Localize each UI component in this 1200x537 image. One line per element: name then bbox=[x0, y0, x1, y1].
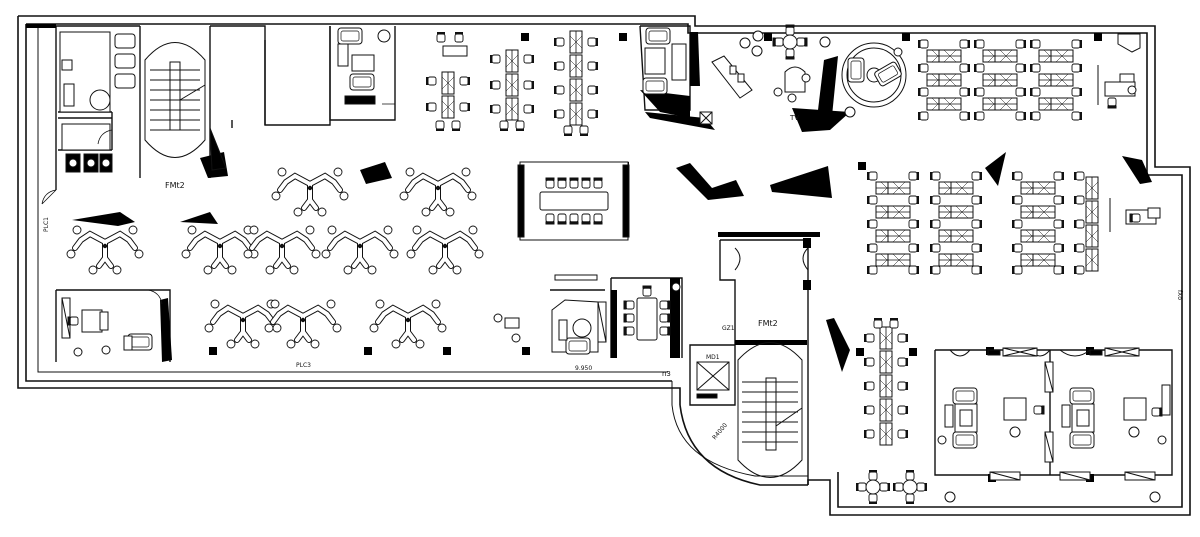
round-tables-lower bbox=[856, 470, 1161, 504]
reception-lounge bbox=[711, 25, 907, 118]
office-bottom-left bbox=[61, 297, 153, 357]
executive-room-top bbox=[642, 27, 713, 125]
open-workstations-right-lower bbox=[863, 317, 909, 446]
stair-center bbox=[734, 247, 809, 478]
side-label-right: fXo bbox=[1176, 290, 1183, 300]
stair-left-label: FMt2 bbox=[165, 181, 185, 190]
tv-label: TV bbox=[789, 114, 799, 122]
meeting-room-center bbox=[517, 161, 630, 241]
open-workstations-top bbox=[425, 30, 599, 137]
stair-center-label: FMt2 bbox=[758, 319, 778, 328]
executive-offices-bottom-right bbox=[937, 347, 1171, 481]
n3-label: n3 bbox=[662, 370, 671, 378]
small-office-right-top bbox=[1097, 33, 1161, 232]
small-meeting-room bbox=[493, 274, 681, 355]
md1-label: MD1 bbox=[706, 354, 720, 361]
outer-walls bbox=[17, 15, 1191, 516]
open-workstations-right-top bbox=[917, 39, 1083, 121]
stair-left bbox=[144, 42, 227, 171]
elevation-label: 9.950 bbox=[575, 365, 592, 372]
gz1-label: GZ1 bbox=[722, 325, 735, 332]
curve-dimension: R4000 bbox=[711, 422, 729, 442]
pod-workstations bbox=[67, 168, 483, 348]
restrooms bbox=[59, 31, 136, 173]
plc3-label: PLC3 bbox=[296, 362, 311, 369]
elevator bbox=[696, 361, 730, 399]
open-workstations-right-mid bbox=[866, 171, 1099, 275]
plc1-label: PLC1 bbox=[43, 217, 50, 232]
lounge-room-top bbox=[337, 27, 391, 105]
door-swings bbox=[41, 103, 396, 305]
